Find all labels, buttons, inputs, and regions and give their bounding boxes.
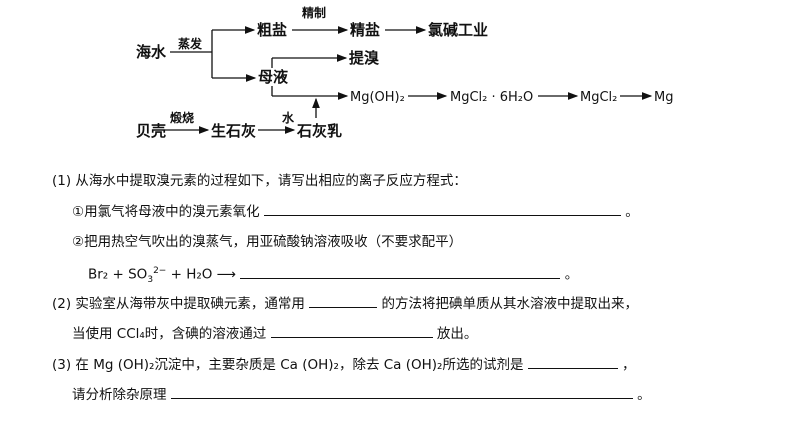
equation-water: + H₂O — [166, 266, 213, 283]
answer-blank-1-1[interactable] — [263, 201, 621, 216]
node-crude-salt: 粗盐 — [257, 21, 287, 39]
question-1-part-2: ②把用热空气吹出的溴蒸气，用亚硫酸钠溶液吸收（不要求配平） — [72, 233, 462, 251]
answer-blank-3-1[interactable] — [527, 354, 618, 369]
question-2-text-b: 的方法将把碘单质从其水溶液中提取出来， — [381, 296, 639, 312]
node-mgoh2: Mg(OH)₂ — [350, 90, 405, 105]
equation-reactants: Br₂ + SO — [88, 266, 148, 283]
question-3: (3) 在 Mg (OH)₂沉淀中，主要杂质是 Ca (OH)₂，除去 Ca (… — [52, 354, 636, 374]
question-2-line-2: 当使用 CCl₄时，含碘的溶液通过 放出。 — [72, 323, 477, 343]
question-1-part-1-text: ①用氯气将母液中的溴元素氧化 — [72, 204, 260, 220]
question-2-text-d: 放出。 — [436, 326, 478, 342]
question-3-line-2: 请分析除杂原理 。 — [72, 384, 651, 404]
answer-blank-1-2[interactable] — [240, 264, 561, 279]
question-1-text: (1) 从海水中提取溴元素的过程如下，请写出相应的离子反应方程式： — [52, 173, 467, 189]
period-1-1: 。 — [625, 204, 639, 220]
node-mgcl2-hydrate: MgCl₂ · 6H₂O — [450, 90, 533, 105]
question-3-text-a: (3) 在 Mg (OH)₂沉淀中，主要杂质是 Ca (OH)₂，除去 Ca (… — [52, 357, 524, 373]
equation-arrow: ⟶ — [216, 266, 237, 283]
question-1-part-2-text: ②把用热空气吹出的溴蒸气，用亚硫酸钠溶液吸收（不要求配平） — [72, 234, 463, 250]
equation-so3-subscript: 3 — [147, 275, 154, 286]
answer-blank-2-1[interactable] — [309, 293, 378, 308]
node-mgcl2: MgCl₂ — [580, 90, 617, 105]
label-water: 水 — [282, 110, 295, 125]
node-refined-salt: 精盐 — [350, 21, 380, 39]
node-quicklime: 生石灰 — [211, 122, 256, 140]
question-1-part-1: ①用氯气将母液中的溴元素氧化 。 — [72, 201, 639, 221]
answer-blank-2-2[interactable] — [270, 323, 433, 338]
node-seawater: 海水 — [136, 43, 167, 61]
node-mg: Mg — [654, 90, 673, 105]
node-chlor-alkali: 氯碱工业 — [428, 21, 488, 39]
node-shells: 贝壳 — [136, 122, 166, 140]
equation-line: Br₂ + SO32− + H₂O ⟶ 。 — [88, 262, 578, 289]
question-2-text-a: (2) 实验室从海带灰中提取碘元素，通常用 — [52, 296, 305, 312]
node-mother-liquor: 母液 — [258, 68, 289, 86]
answer-blank-3-2[interactable] — [170, 384, 633, 399]
flow-diagram: 海水 蒸发 粗盐 精制 精盐 氯碱工业 母液 提溴 Mg(OH)₂ MgCl₂ … — [136, 5, 673, 140]
question-2-text-c: 当使用 CCl₄时，含碘的溶液通过 — [72, 326, 267, 342]
node-limewater: 石灰乳 — [296, 122, 342, 140]
node-extract-bromine: 提溴 — [349, 49, 380, 67]
question-1: (1) 从海水中提取溴元素的过程如下，请写出相应的离子反应方程式： — [52, 172, 467, 190]
question-3-text-b: 请分析除杂原理 — [72, 387, 167, 403]
label-refine: 精制 — [302, 5, 326, 20]
period-3: 。 — [637, 387, 651, 403]
comma-3: ， — [622, 357, 636, 373]
period-1-2: 。 — [564, 266, 579, 283]
question-2: (2) 实验室从海带灰中提取碘元素，通常用 的方法将把碘单质从其水溶液中提取出来… — [52, 293, 638, 313]
label-evaporate: 蒸发 — [178, 36, 203, 51]
equation-so3-superscript: 2− — [153, 266, 167, 276]
label-calcine: 煅烧 — [170, 110, 194, 125]
